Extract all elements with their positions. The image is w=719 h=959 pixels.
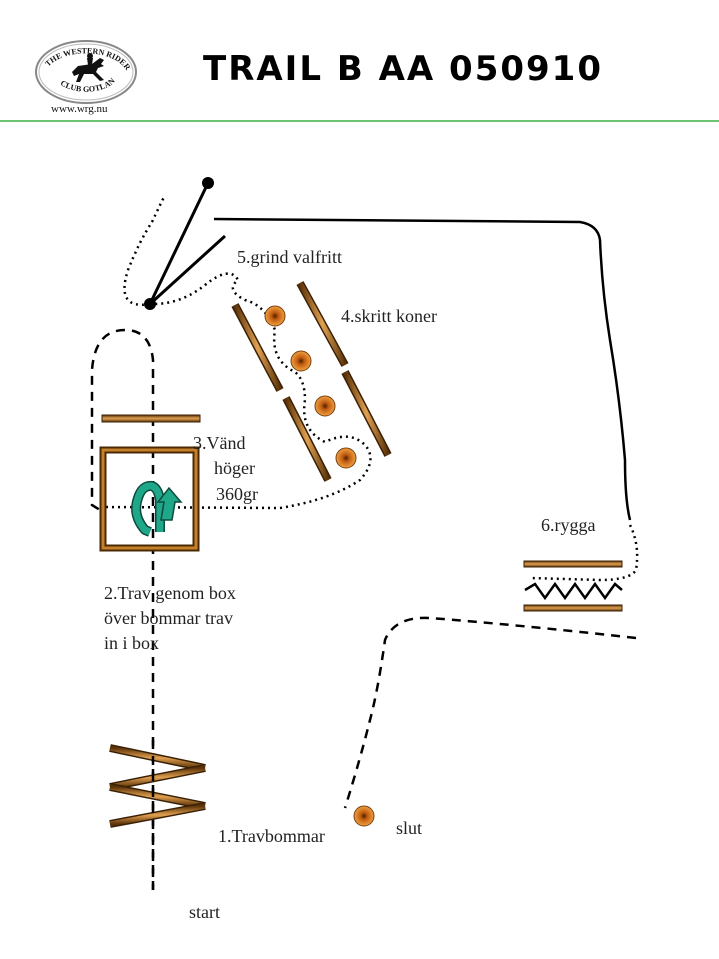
label-finish: slut: [396, 818, 422, 838]
label-cones: 4.skritt koner: [341, 306, 437, 326]
backup-lane: [523, 560, 623, 612]
label-box-1: 2.Trav genom box: [104, 583, 236, 603]
label-turn-1: 3.Vänd: [193, 433, 246, 453]
label-start: start: [189, 902, 220, 922]
club-logo: THE WESTERN RIDERS CLUB GOTLAND: [0, 0, 137, 104]
cone-lane-poles: [231, 281, 392, 482]
page-title: TRAIL B AA 050910: [203, 49, 603, 89]
cone: [314, 395, 336, 417]
website-url: www.wrg.nu: [51, 103, 108, 115]
cone: [290, 350, 312, 372]
label-box-2: över bommar trav: [104, 608, 233, 628]
path-start-trot: [90, 328, 155, 890]
path-dashed-finish: [343, 616, 637, 809]
gate: [144, 177, 227, 310]
gate-post-latch: [144, 298, 156, 310]
label-turn-2: höger: [214, 458, 255, 478]
trot-poles: [109, 744, 206, 828]
cone: [335, 447, 357, 469]
horse-rider-logo-icon: [72, 53, 104, 82]
backup-zigzag: [524, 581, 623, 601]
label-turn-3: 360gr: [216, 484, 258, 504]
path-dotted-turn: [99, 272, 372, 510]
path-solid-right: [213, 217, 632, 521]
label-backup: 6.rygga: [541, 515, 595, 535]
label-trot-poles: 1.Travbommar: [218, 826, 325, 846]
label-gate: 5.grind valfritt: [237, 247, 342, 267]
u-turn-arrow-icon: [131, 480, 183, 537]
label-box-3: in i box: [104, 633, 159, 653]
cone: [264, 305, 286, 327]
gate-post-hinge: [202, 177, 214, 189]
path-dotted-backup: [529, 524, 639, 582]
cones: [264, 305, 375, 827]
finish-cone: [353, 805, 375, 827]
box-poles: [99, 414, 201, 552]
